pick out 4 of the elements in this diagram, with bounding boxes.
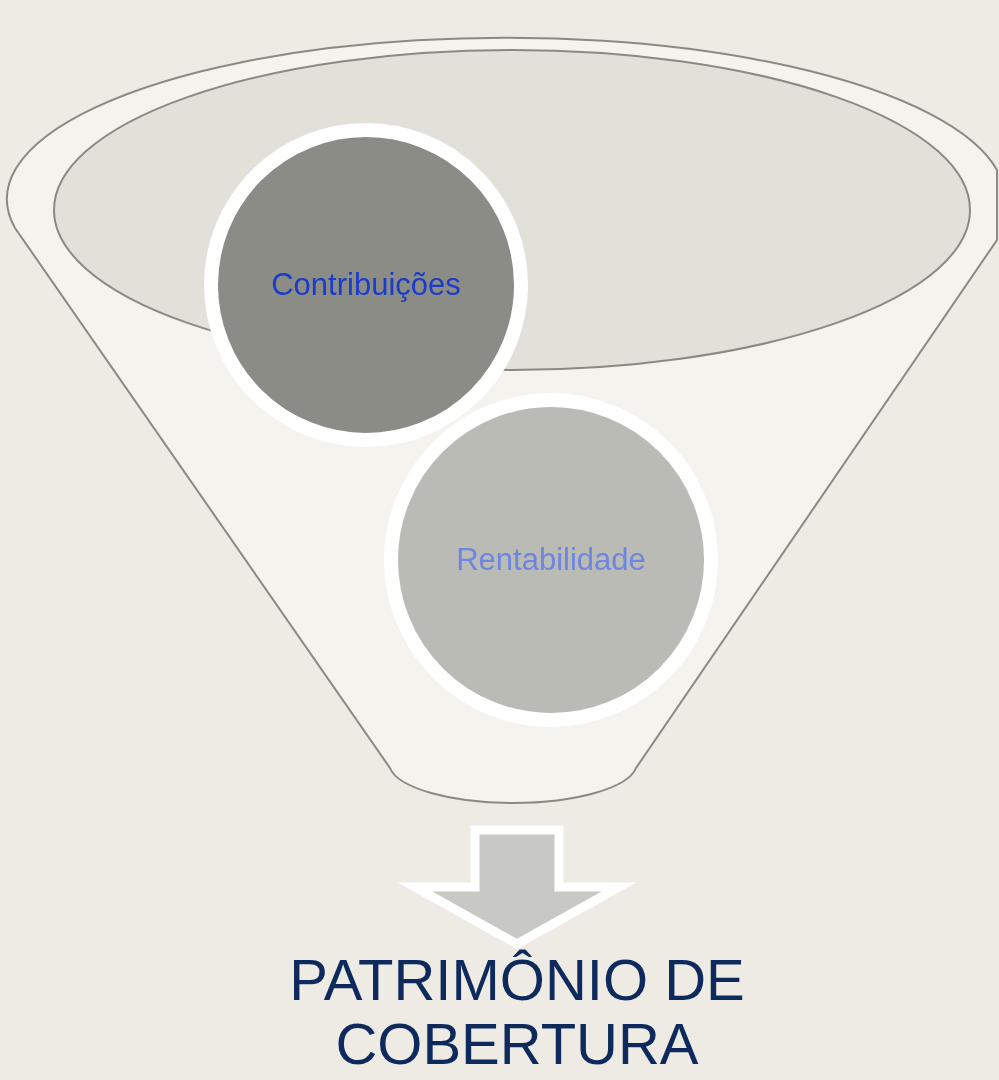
result-label: PATRIMÔNIO DE COBERTURA: [288, 948, 746, 1076]
node-label: Contribuições: [271, 267, 461, 303]
block-arrow: [397, 825, 637, 950]
node-label: Rentabilidade: [456, 542, 646, 578]
